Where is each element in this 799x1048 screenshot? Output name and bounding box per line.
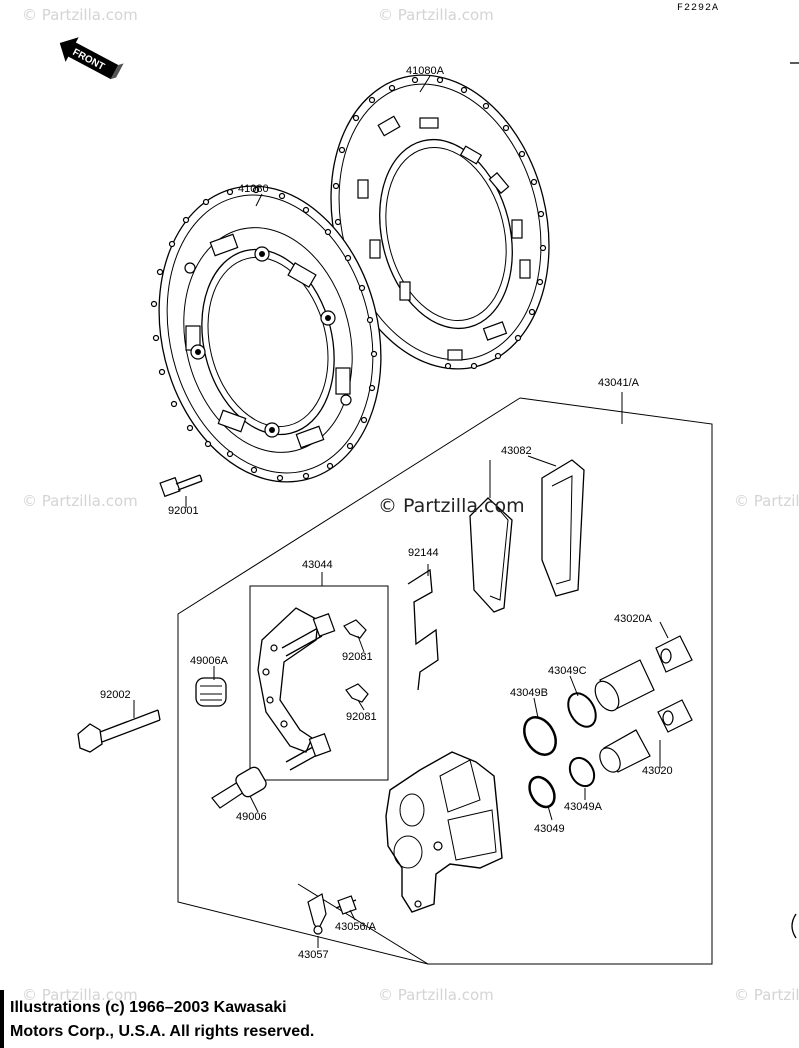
watermark-text: © Partzilla.com [734, 986, 799, 1004]
brake-pads-43082 [469, 455, 585, 613]
label-92002: 92002 [100, 689, 131, 701]
disc-holes [332, 76, 547, 370]
leader-lines [133, 75, 669, 948]
brake-disc-41080a [330, 74, 550, 370]
label-43049b: 43049B [510, 687, 548, 699]
boot-49006 [211, 766, 267, 809]
disc-holes [150, 186, 378, 482]
watermark-main: © Partzilla.com [378, 495, 525, 517]
label-43044: 43044 [302, 559, 333, 571]
part-labels: 41080A 41080 43041/A 43082 92001 92144 4… [100, 65, 673, 961]
label-92081: 92081 [342, 651, 373, 663]
label-92144: 92144 [408, 547, 439, 559]
copyright-line-1: Illustrations (c) 1966–2003 Kawasaki [10, 999, 287, 1016]
caliper-bolt-92002 [77, 709, 161, 753]
boot-49006a [195, 677, 227, 707]
watermark-text: © Partzilla.com [22, 986, 138, 1004]
caliper-bracket-43044 [257, 607, 336, 771]
disc-bolt-92001 [159, 474, 203, 498]
label-92081-2: 92081 [346, 711, 377, 723]
label-43020a: 43020A [614, 613, 653, 625]
label-43082: 43082 [501, 445, 532, 457]
label-43057: 43057 [298, 949, 329, 961]
label-43020: 43020 [642, 765, 673, 777]
disc-bosses [184, 246, 352, 438]
watermark-text: © Partzilla.com [22, 492, 138, 510]
caliper-body [385, 751, 503, 913]
caliper-assembly-outline [177, 392, 713, 965]
label-41080: 41080 [238, 183, 269, 195]
clip-92081 [343, 619, 369, 703]
label-49006a: 49006A [190, 655, 229, 667]
label-43049c: 43049C [548, 665, 587, 677]
watermark-text: © Partzilla.com [22, 6, 138, 24]
front-arrow-icon: FRONT [59, 37, 124, 80]
brake-disc-41080 [150, 185, 382, 483]
watermark-text: © Partzilla.com [378, 986, 494, 1004]
label-41080a: 41080A [406, 65, 445, 77]
bleeder-valve [307, 893, 357, 935]
label-43041a: 43041/A [598, 377, 640, 389]
piston-parts [523, 635, 693, 809]
copyright-line-2: Motors Corp., U.S.A. All rights reserved… [10, 1023, 315, 1040]
label-92001: 92001 [168, 505, 199, 517]
copyright-notice: Illustrations (c) 1966–2003 Kawasaki Mot… [10, 996, 430, 1044]
diagram-ref-code: F2292A [677, 3, 719, 14]
label-43056a: 43056/A [335, 921, 377, 933]
watermark-layer: © Partzilla.com © Partzilla.com © Partzi… [22, 6, 799, 1004]
watermark-text: © Partzilla.com [378, 6, 494, 24]
pad-spring-92144 [407, 564, 439, 691]
label-49006: 49006 [236, 811, 267, 823]
label-43049: 43049 [534, 823, 565, 835]
left-edge-bar [0, 990, 4, 1048]
watermark-text: © Partzilla.com [734, 492, 799, 510]
label-43049a: 43049A [564, 801, 603, 813]
edge-fragment [791, 913, 797, 939]
bracket-outline [249, 572, 389, 781]
